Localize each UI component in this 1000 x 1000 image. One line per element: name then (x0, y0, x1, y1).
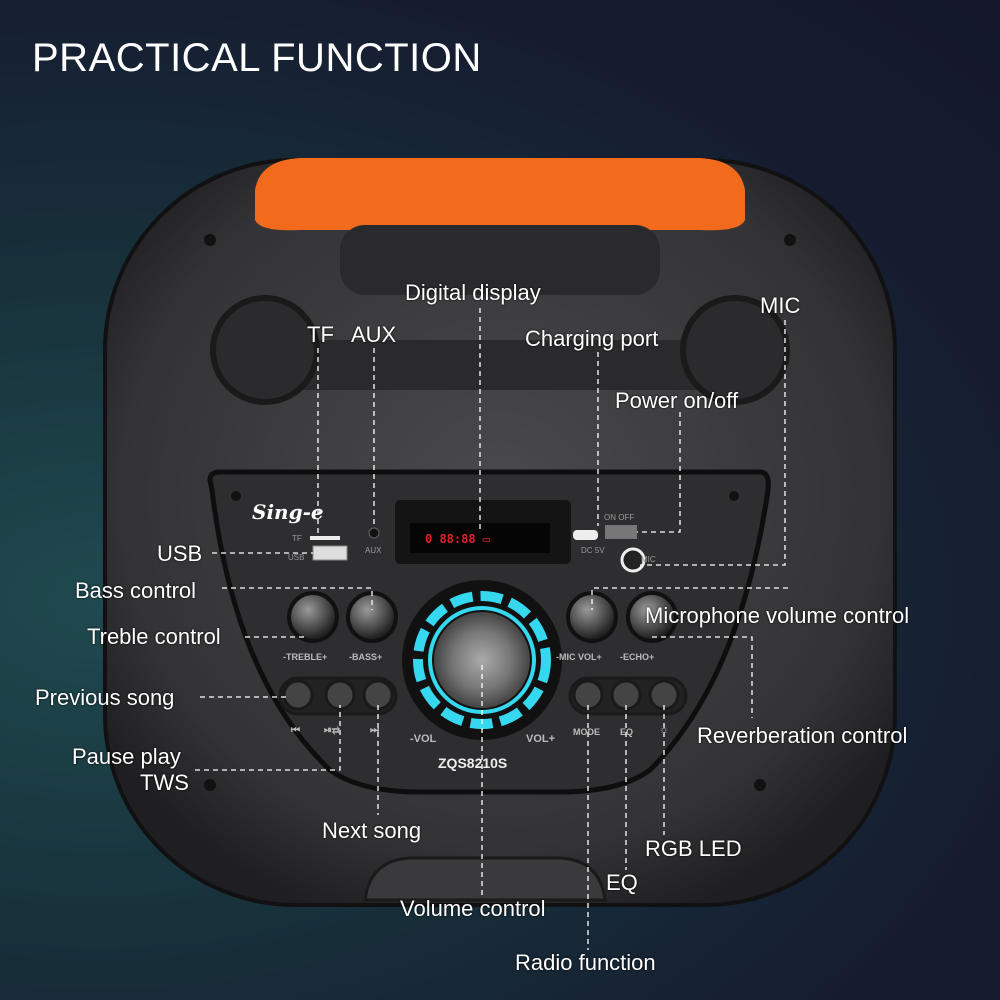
vol-minus-label: -VOL (410, 733, 437, 745)
callout-previous: Previous song (35, 685, 175, 710)
treble-knob (287, 591, 339, 643)
echo-label: -ECHO+ (620, 652, 655, 662)
callout-digital-display: Digital display (405, 280, 541, 305)
treble-label: -TREBLE+ (283, 652, 328, 662)
panel-aux-label: AUX (365, 546, 382, 555)
eq-label: EQ (620, 727, 634, 737)
callout-pause: Pause play (72, 744, 181, 769)
callout-volume: Volume control (400, 896, 546, 921)
bass-label: -BASS+ (349, 652, 383, 662)
callout-tws: TWS (140, 770, 189, 795)
tf-slot (310, 536, 340, 540)
brand-logo: Sing-e (252, 500, 324, 524)
bulb-icon: ☼ (659, 724, 670, 736)
callout-usb: USB (157, 541, 203, 566)
prev-icon: ⏮ (291, 725, 300, 736)
callout-reverb: Reverberation control (697, 723, 908, 748)
panel-tf-label: TF (292, 534, 302, 543)
callout-tf: TF (307, 322, 334, 347)
callout-power: Power on/off (615, 388, 739, 413)
side-bumper-right (680, 295, 790, 405)
next-icon: ⏭ (370, 725, 379, 736)
model-number: ZQS8210S (438, 755, 508, 771)
callout-eq: EQ (606, 870, 638, 895)
page-title: PRACTICAL FUNCTION (32, 36, 482, 80)
knobs (287, 591, 678, 643)
callout-treble: Treble control (87, 624, 221, 649)
handle-recess (340, 225, 660, 295)
bottom-foot (363, 856, 607, 902)
mode-label: MODE (573, 727, 600, 737)
callout-bass: Bass control (75, 578, 197, 603)
callout-mic-volume: Microphone volume control (645, 603, 910, 628)
callout-rgb: RGB LED (645, 836, 742, 861)
buttons (278, 676, 688, 716)
play-pause-tws-icon: ⏯⇄ (324, 725, 340, 736)
dc-port (573, 530, 598, 540)
handle (255, 158, 745, 231)
echo-knob (626, 591, 678, 643)
panel-dc-label: DC 5V (581, 546, 605, 555)
power-switch (605, 525, 637, 539)
mic-vol-label: -MIC VOL+ (556, 652, 602, 662)
lcd-readout: 0 88:88 ▭ (425, 532, 491, 546)
panel-onoff-label: ON OFF (604, 513, 635, 522)
volume-knob (434, 612, 530, 708)
side-bumper-left (210, 295, 320, 405)
callout-charging-port: Charging port (525, 326, 659, 351)
callout-aux: AUX (351, 322, 397, 347)
panel-mic-label: MIC (641, 555, 656, 564)
callout-radio: Radio function (515, 950, 656, 975)
callout-lines (195, 308, 788, 950)
mic-jack (620, 547, 646, 573)
panel-usb-label: USB (288, 553, 305, 562)
aux-jack (368, 527, 380, 539)
callout-next: Next song (322, 818, 422, 843)
usb-port (312, 545, 348, 561)
callout-mic: MIC (760, 293, 801, 318)
vol-plus-label: VOL+ (526, 733, 556, 745)
